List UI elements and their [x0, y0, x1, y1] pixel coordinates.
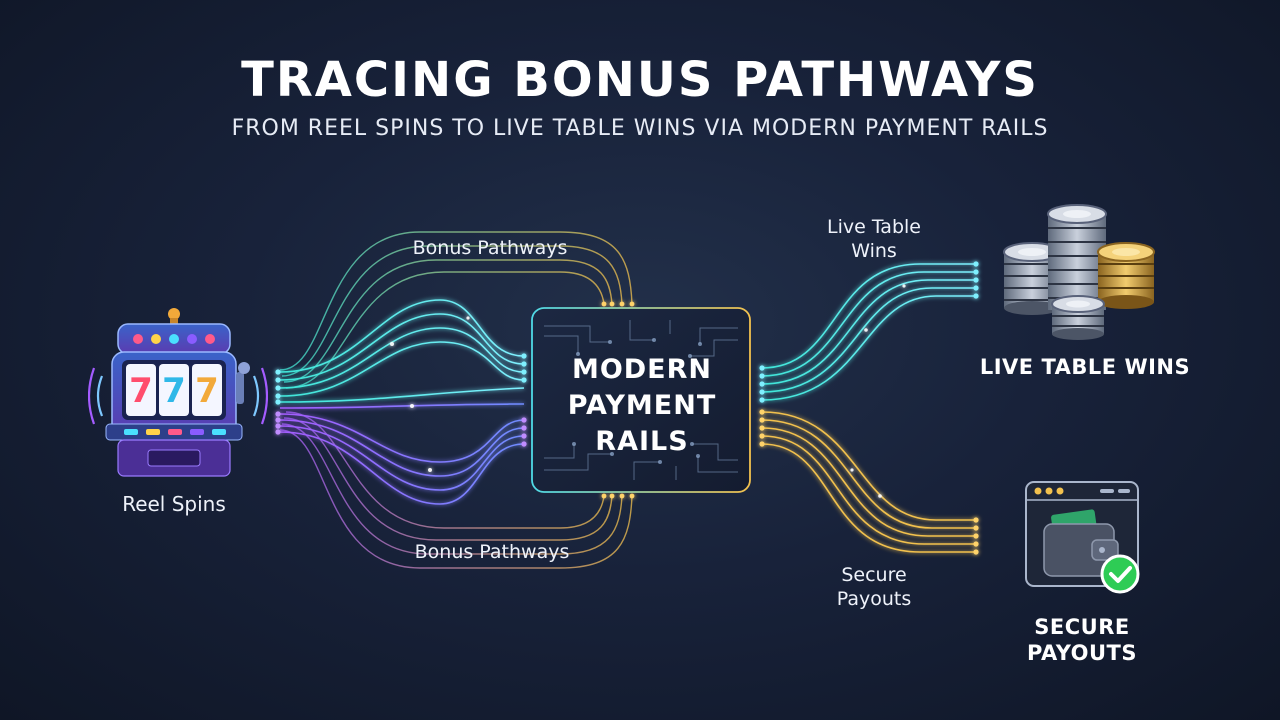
hub-label-line2: PAYMENT — [567, 390, 717, 421]
page-subtitle: FROM REEL SPINS TO LIVE TABLE WINS VIA M… — [231, 116, 1049, 141]
hub-label-line1: MODERN — [571, 354, 713, 385]
wallet-check-icon — [1025, 481, 1140, 594]
svg-text:7: 7 — [162, 371, 186, 411]
hub-label: MODERN PAYMENT RAILS — [536, 352, 748, 460]
secure-payouts-line2: PAYOUTS — [1026, 641, 1138, 665]
secure-payouts-line1: SECURE — [1034, 615, 1130, 639]
slot-machine-icon: 7 7 7 — [88, 308, 268, 477]
edge-label-secure-payouts: Secure Payouts — [804, 563, 944, 611]
top-bonus-arcs — [279, 231, 633, 389]
payouts-bundle — [761, 411, 976, 553]
svg-text:7: 7 — [129, 371, 153, 411]
hub-label-line3: RAILS — [595, 426, 689, 457]
svg-text:7: 7 — [195, 371, 219, 411]
secure-payouts-node-label: SECURE PAYOUTS — [1000, 614, 1164, 666]
page-title: TRACING BONUS PATHWAYS — [241, 52, 1039, 108]
edge-label-live-table: Live Table Wins — [804, 215, 944, 263]
edge-label-secure-line2: Payouts — [836, 588, 912, 610]
edge-label-live-line2: Wins — [851, 240, 897, 262]
connector-dots — [275, 261, 979, 555]
live-table-bundle — [761, 263, 976, 401]
casino-chips-icon — [1003, 204, 1155, 340]
purple-bundle — [279, 403, 525, 505]
teal-bundle — [279, 299, 525, 403]
edge-label-live-line1: Live Table — [827, 216, 921, 238]
live-table-wins-label: LIVE TABLE WINS — [979, 355, 1191, 379]
edge-label-bonus-bottom: Bonus Pathways — [414, 541, 570, 563]
edge-label-secure-line1: Secure — [841, 564, 907, 586]
circuit-chip-icon — [531, 307, 751, 493]
reel-spins-label: Reel Spins — [122, 492, 226, 516]
edge-label-bonus-top: Bonus Pathways — [412, 237, 568, 259]
